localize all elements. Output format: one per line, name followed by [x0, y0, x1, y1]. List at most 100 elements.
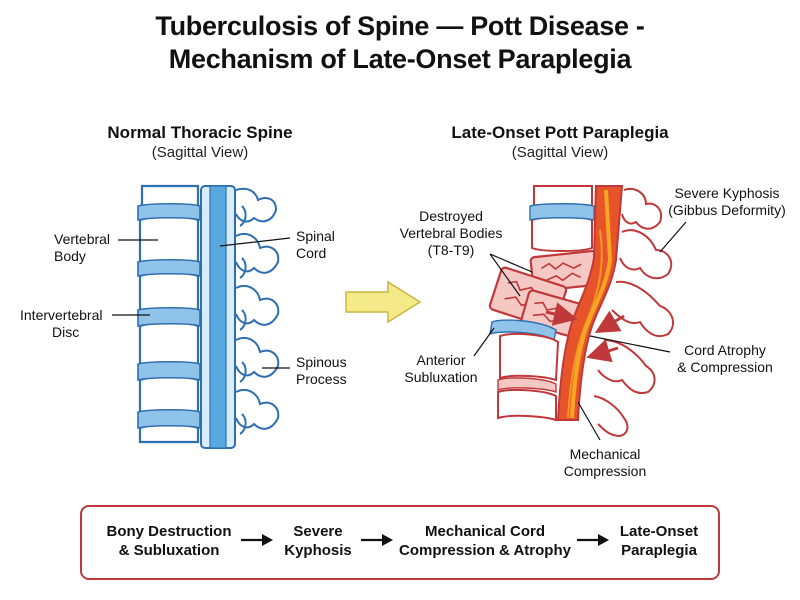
leader-destroyed-lower	[489, 253, 521, 297]
leader-spinal-cord	[219, 237, 291, 247]
upper-disc	[529, 203, 595, 221]
pott-leader-lines	[473, 221, 687, 441]
normal-spine-heading: Normal Thoracic Spine (Sagittal View)	[40, 122, 360, 162]
label-spinous-process: Spinous Process	[296, 354, 347, 388]
vertebral-body-4	[138, 321, 200, 369]
flow-arrow-1	[241, 534, 273, 546]
label-kyphosis-line-1: Severe Kyphosis	[674, 185, 780, 201]
leader-mechanical	[577, 401, 601, 441]
disc-5	[137, 408, 201, 430]
label-destroyed-bodies: Destroyed Vertebral Bodies (T8-T9)	[386, 208, 516, 259]
label-vertebral-body: Vertebral Body	[54, 231, 110, 265]
page-title: Tuberculosis of Spine — Pott Disease - M…	[0, 10, 800, 76]
label-subluxation-line-1: Anterior	[416, 352, 466, 368]
label-disc-line-1: Intervertebral	[20, 307, 103, 323]
title-line-1: Tuberculosis of Spine — Pott Disease -	[155, 11, 645, 41]
label-destroyed-line-1: Destroyed	[419, 208, 483, 224]
facet-3	[239, 309, 247, 331]
pott-heading: Late-Onset Pott Paraplegia (Sagittal Vie…	[400, 122, 720, 162]
spinous-process-4	[235, 336, 280, 378]
flow-step-3-line-1: Mechanical Cord	[424, 523, 546, 540]
normal-leader-lines	[112, 237, 291, 369]
lower-vertebrae	[497, 333, 560, 422]
label-destroyed-line-2: Vertebral Bodies	[399, 225, 503, 241]
leader-cord-atrophy	[589, 335, 671, 353]
pott-spine	[473, 185, 687, 441]
pott-spinous-4	[597, 339, 656, 394]
label-severe-kyphosis: Severe Kyphosis (Gibbus Deformity)	[662, 185, 792, 219]
normal-spine-title: Normal Thoracic Spine	[107, 123, 293, 142]
cord-highlight	[570, 189, 613, 419]
lower-disc-2	[497, 377, 557, 393]
title-line-2: Mechanism of Late-Onset Paraplegia	[168, 44, 632, 74]
flow-step-1-line-1: Bony Destruction	[106, 523, 232, 540]
label-disc-line-2: Disc	[52, 324, 80, 340]
transition-arrow	[345, 280, 422, 324]
compression-arrow-2	[594, 310, 625, 334]
pott-spinous-2	[619, 229, 673, 280]
vertebral-body-6	[138, 423, 200, 444]
leader-destroyed-upper	[489, 253, 533, 273]
label-spinous-line-2: Process	[296, 371, 347, 387]
mechanism-flow-box	[80, 505, 720, 580]
pott-subtitle: (Sagittal View)	[511, 144, 609, 161]
flow-step-2-line-1: Severe	[293, 523, 343, 540]
label-vertebral-body-line-1: Vertebral	[54, 231, 111, 247]
facet-4	[239, 361, 247, 383]
disc-4	[137, 360, 201, 382]
leader-kyphosis	[659, 221, 687, 253]
spinous-process-5	[235, 388, 280, 430]
compression-arrow-1	[545, 302, 578, 326]
facet-2	[239, 257, 247, 279]
label-intervertebral-disc: Intervertebral Disc	[20, 307, 102, 341]
label-mechanical-compression: Mechanical Compression	[550, 446, 660, 480]
label-mechanical-line-2: Compression	[563, 463, 647, 479]
label-vertebral-body-line-2: Body	[54, 248, 86, 264]
normal-spine-subtitle: (Sagittal View)	[151, 144, 249, 161]
pott-spinous-3	[611, 280, 675, 338]
upper-vertebra-2	[531, 216, 593, 252]
label-mechanical-line-1: Mechanical	[569, 446, 641, 462]
compression-arrows	[545, 302, 625, 363]
upper-vertebra-1	[533, 185, 593, 207]
label-subluxation-line-2: Subluxation	[404, 369, 478, 385]
disc-1	[137, 202, 201, 222]
label-spinal-cord-line-1: Spinal	[296, 228, 335, 244]
pott-spinous-1	[621, 188, 662, 230]
flow-step-2-line-2: Kyphosis	[284, 542, 352, 559]
flow-step-4-line-2: Paraplegia	[621, 542, 697, 559]
pott-posterior-elements	[593, 188, 675, 438]
spinous-process-2	[235, 232, 280, 274]
lower-vertebra-2	[497, 388, 557, 422]
vertebral-body-2	[138, 215, 200, 267]
label-atrophy-line-2: & Compression	[677, 359, 773, 375]
spinal-cord	[209, 185, 227, 449]
pott-title: Late-Onset Pott Paraplegia	[451, 123, 669, 142]
label-destroyed-line-3: (T8-T9)	[427, 242, 475, 258]
label-anterior-subluxation: Anterior Subluxation	[400, 352, 482, 386]
label-cord-atrophy: Cord Atrophy & Compression	[670, 342, 780, 376]
flow-arrow-3	[577, 534, 609, 546]
flow-step-4: Late-Onset Paraplegia	[610, 522, 708, 560]
normal-spine	[112, 184, 291, 449]
flow-step-1: Bony Destruction & Subluxation	[100, 522, 238, 560]
leader-subluxation	[473, 327, 495, 357]
facet-5	[239, 413, 247, 435]
flow-step-1-line-2: & Subluxation	[118, 542, 220, 559]
label-spinal-cord: Spinal Cord	[296, 228, 335, 262]
flow-step-3-line-2: Compression & Atrophy	[399, 542, 571, 559]
pott-spinous-5	[593, 395, 629, 438]
spinous-process-1	[235, 187, 278, 223]
flow-step-2: Severe Kyphosis	[278, 522, 358, 560]
lower-vertebra-1	[499, 333, 560, 382]
posterior-elements	[235, 187, 280, 435]
flow-arrow-2	[361, 534, 393, 546]
disc-3	[137, 306, 201, 328]
flow-step-4-line-1: Late-Onset	[619, 523, 699, 540]
facet-1	[239, 205, 247, 227]
label-spinal-cord-line-2: Cord	[296, 245, 327, 261]
spinous-process-3	[235, 284, 280, 326]
flow-step-3: Mechanical Cord Compression & Atrophy	[396, 522, 574, 560]
label-spinous-line-1: Spinous	[296, 354, 347, 370]
